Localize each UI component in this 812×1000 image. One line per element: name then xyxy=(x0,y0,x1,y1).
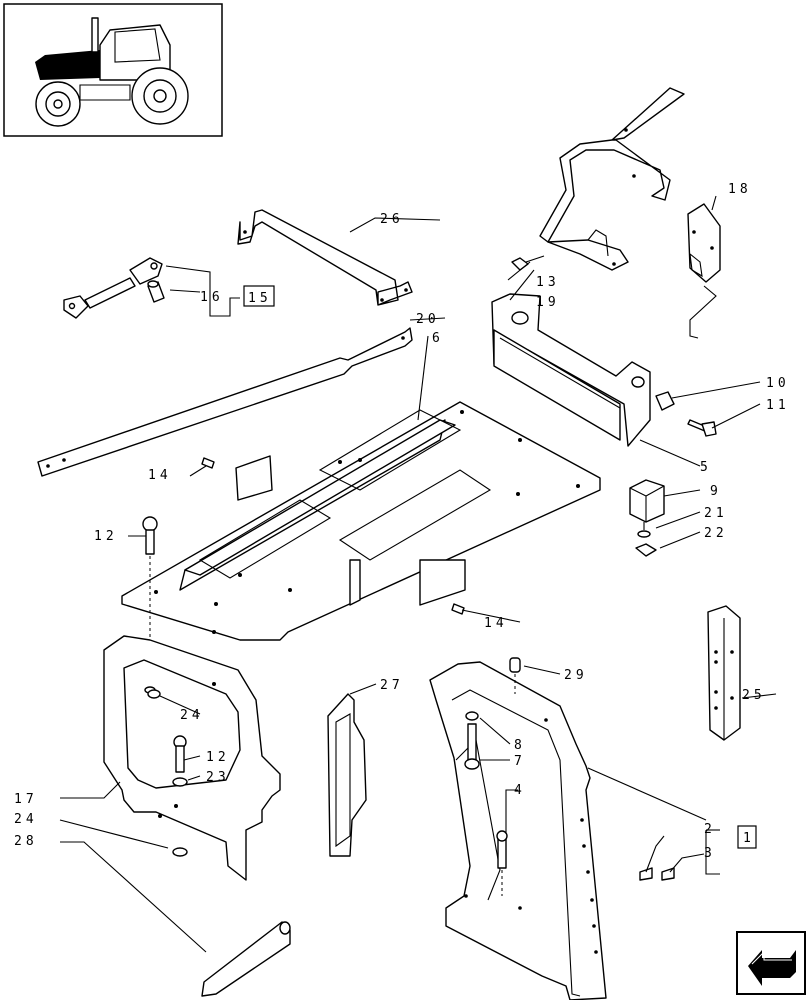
part-1-frame xyxy=(429,661,607,1000)
part-13-hanger xyxy=(539,87,685,271)
label-23: 23 xyxy=(206,770,230,785)
label-12-upper: 12 xyxy=(94,529,118,544)
label-12-lower: 12 xyxy=(206,750,230,765)
part-16-bushing xyxy=(147,280,165,303)
part-14-fitting-bottom xyxy=(451,603,465,615)
part-21-washer xyxy=(637,530,651,538)
part-12-bolt-lower xyxy=(173,735,187,773)
ref-box-15 xyxy=(243,285,275,307)
part-22-nut xyxy=(635,543,657,557)
part-20-bar xyxy=(37,327,413,477)
part-6-frame xyxy=(121,401,601,641)
label-28: 28 xyxy=(14,834,38,849)
label-14-bottom: 14 xyxy=(484,616,508,631)
label-25: 25 xyxy=(742,688,766,703)
label-19: 19 xyxy=(536,295,560,310)
label-24-lower: 24 xyxy=(14,812,38,827)
part-4-bolt xyxy=(496,830,508,896)
label-1: 1 xyxy=(743,831,755,846)
label-18: 18 xyxy=(728,182,752,197)
label-22: 22 xyxy=(704,526,728,541)
label-29: 29 xyxy=(564,668,588,683)
label-24-upper: 24 xyxy=(180,708,204,723)
label-4: 4 xyxy=(514,783,526,798)
label-3: 3 xyxy=(704,846,716,861)
part-28-cylinder xyxy=(201,921,291,997)
label-27: 27 xyxy=(380,678,404,693)
part-25-post xyxy=(707,605,741,741)
part-11-bolt xyxy=(687,419,717,437)
part-14-fitting-top xyxy=(201,457,215,469)
label-8: 8 xyxy=(514,738,526,753)
label-20: 20 xyxy=(416,312,440,327)
label-21: 21 xyxy=(704,506,728,521)
part-26-bracket xyxy=(237,209,413,306)
label-2: 2 xyxy=(704,822,716,837)
ref-box-1 xyxy=(737,825,757,849)
label-14-top: 14 xyxy=(148,468,172,483)
leader-lines xyxy=(59,195,777,953)
label-17: 17 xyxy=(14,792,38,807)
label-11: 11 xyxy=(766,398,790,413)
part-5-weight-carrier xyxy=(491,293,651,447)
label-9: 9 xyxy=(710,484,722,499)
part-18-hook-bracket xyxy=(687,203,721,339)
label-5: 5 xyxy=(700,460,712,475)
part-29-plug xyxy=(509,657,521,694)
tractor-thumbnail-icon xyxy=(3,3,223,137)
label-26: 26 xyxy=(380,212,404,227)
part-23-washer xyxy=(172,777,188,787)
part-24-washer-a xyxy=(147,689,161,699)
part-15-turnbuckle xyxy=(63,257,163,319)
label-16: 16 xyxy=(200,290,224,305)
label-10: 10 xyxy=(766,376,790,391)
part-2-screw xyxy=(639,867,653,881)
part-9-block xyxy=(629,479,665,530)
part-10-pin xyxy=(655,391,675,411)
part-7-bolt xyxy=(464,723,480,770)
label-15: 15 xyxy=(248,291,272,306)
part-27-rail xyxy=(327,693,367,857)
part-12-bolt-upper xyxy=(142,516,158,640)
label-7: 7 xyxy=(514,754,526,769)
part-24-washer-b xyxy=(172,847,188,857)
part-8-washer xyxy=(465,711,479,721)
back-arrow-icon[interactable] xyxy=(736,931,806,995)
label-13: 13 xyxy=(536,275,560,290)
label-6: 6 xyxy=(432,331,444,346)
